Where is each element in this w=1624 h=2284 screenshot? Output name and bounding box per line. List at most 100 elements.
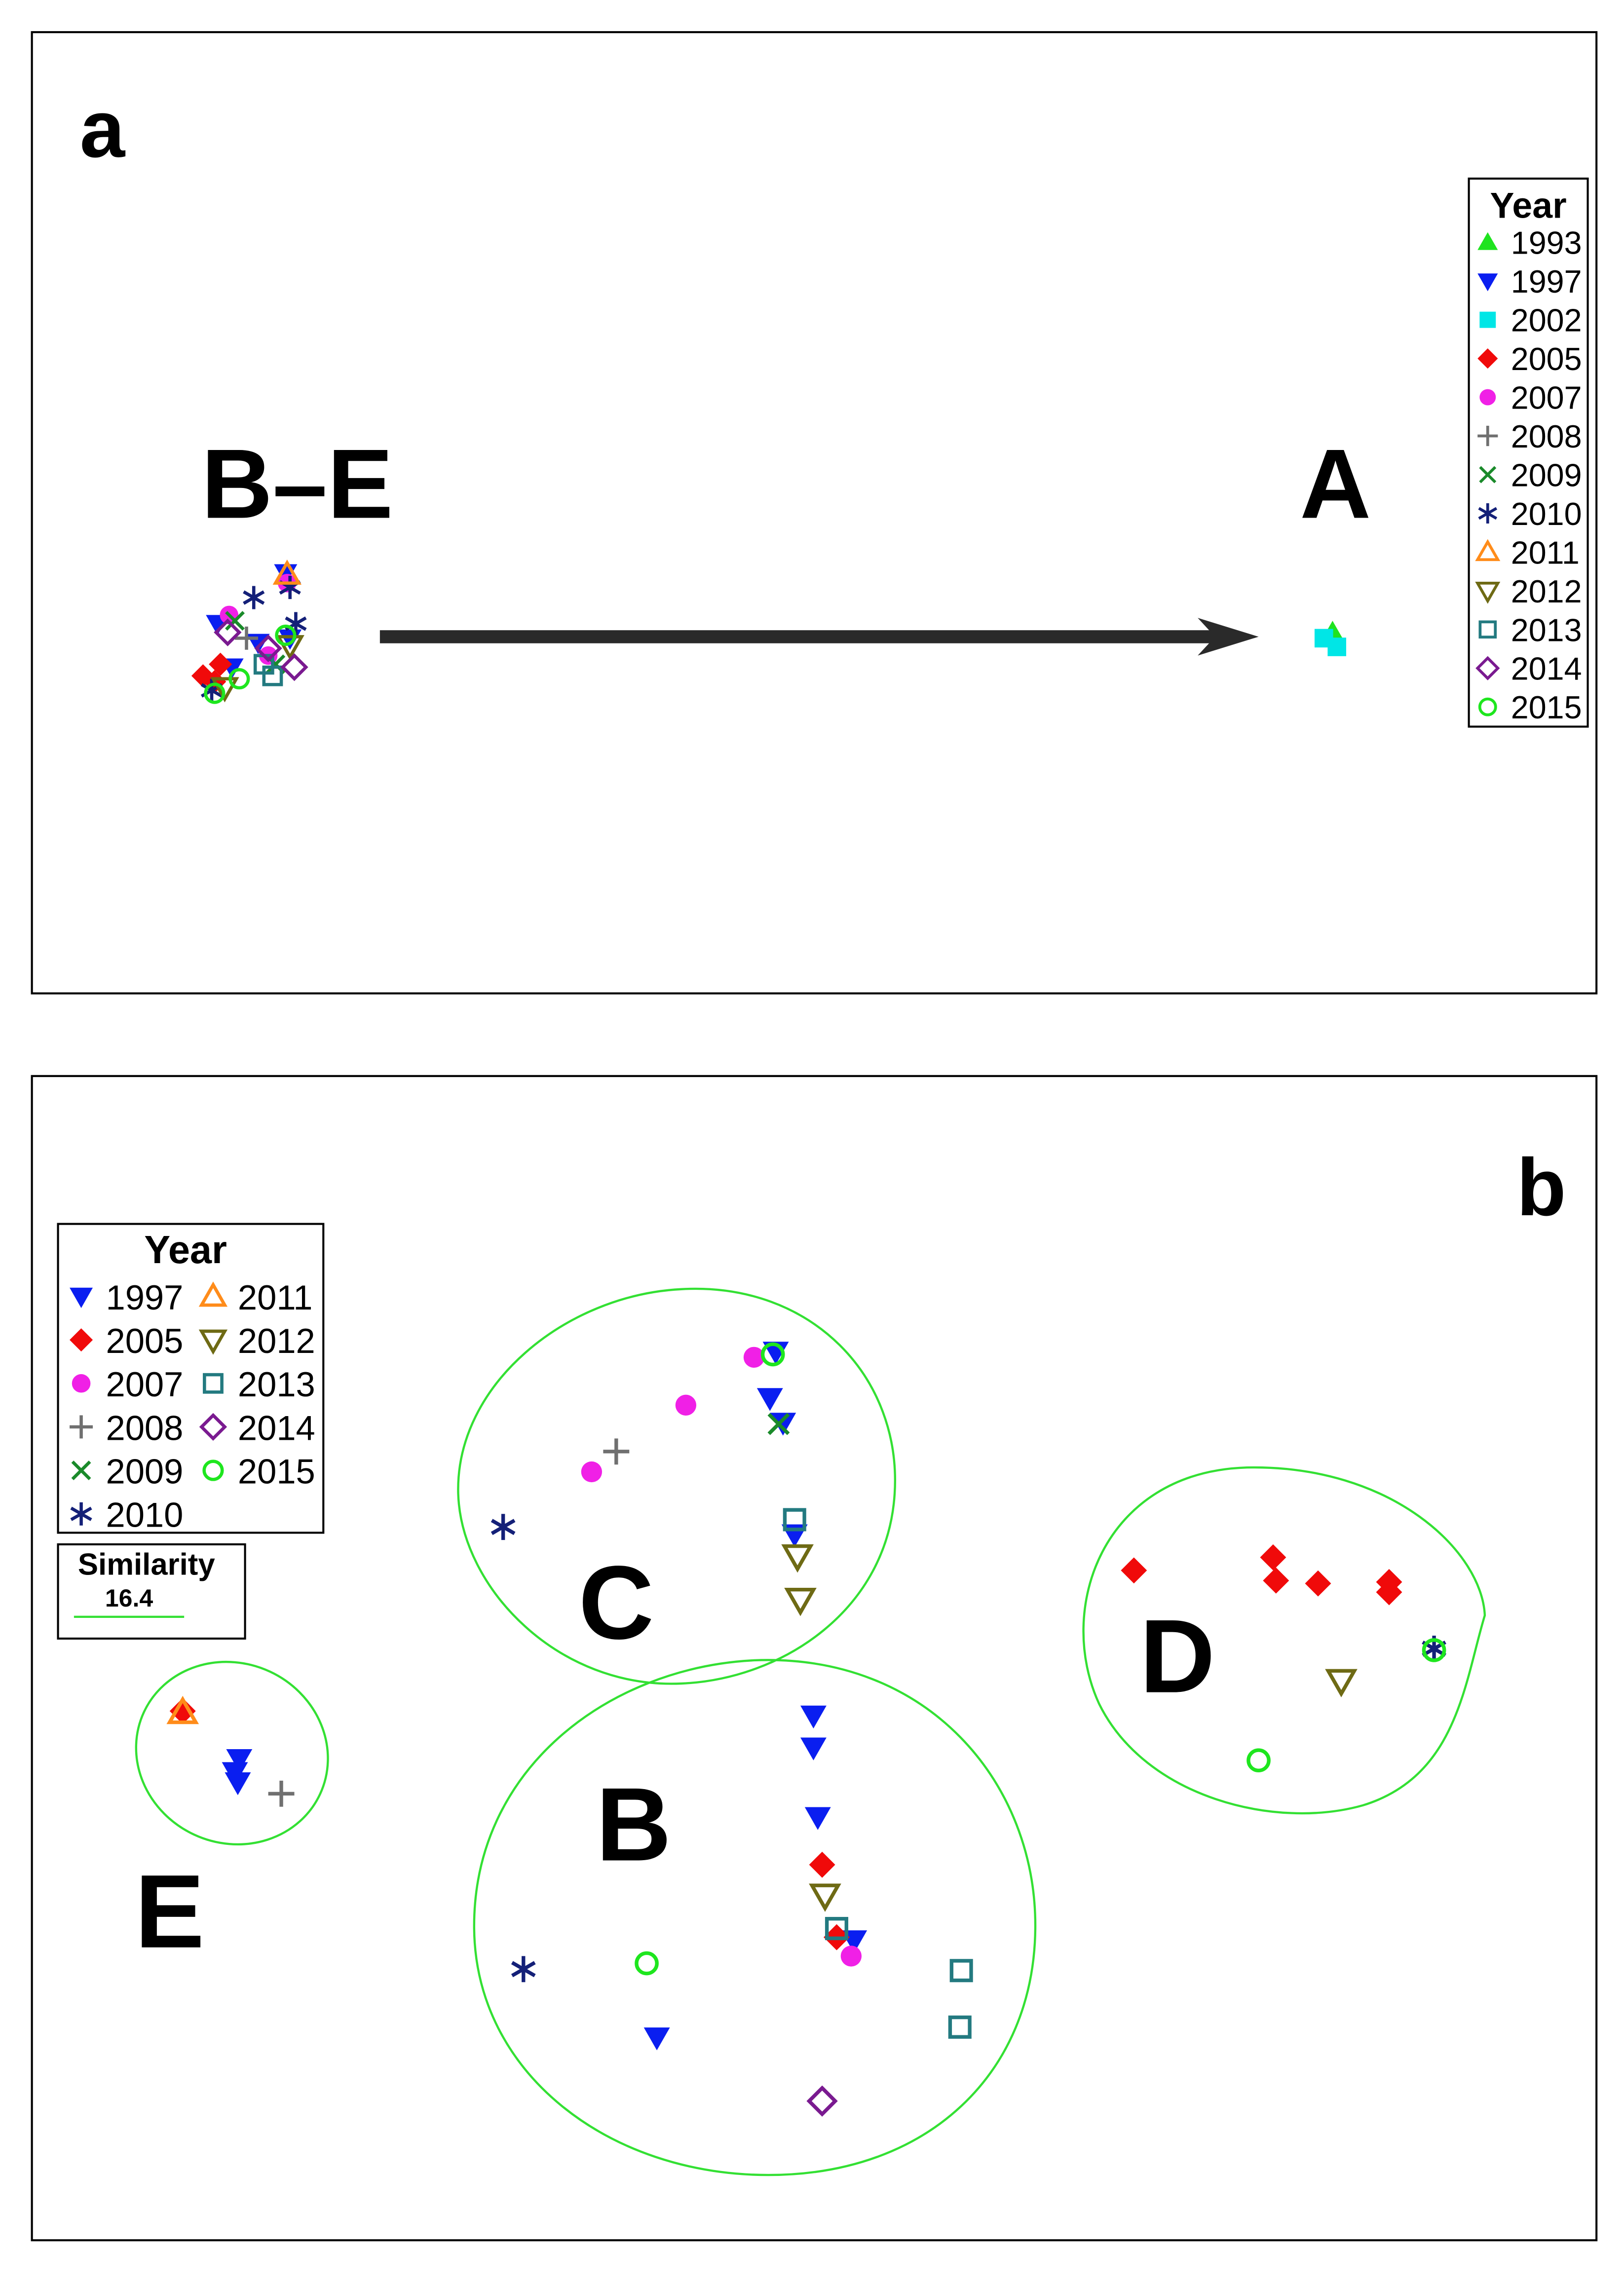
- panel-a-label: a: [80, 83, 126, 174]
- cluster-d-outline: [1082, 1466, 1486, 1815]
- legend-b-label-2010: 2010: [106, 1496, 184, 1535]
- shift-arrow: [379, 618, 1259, 656]
- point-a-2015-0: [204, 682, 226, 704]
- point-b-2012-0: [781, 1544, 814, 1573]
- legend-a-marker-1997: [1477, 273, 1498, 292]
- panel-a-frame: [31, 31, 1598, 995]
- legend-a-label-2009: 2009: [1511, 457, 1582, 493]
- point-b-2007-1: [675, 1394, 697, 1416]
- similarity-key: Similarity 16.4: [57, 1543, 246, 1640]
- legend-a-marker-2007: [1479, 389, 1496, 406]
- legend-a-label-2011: 2011: [1511, 534, 1580, 570]
- legend-b-label-2012: 2012: [238, 1321, 315, 1360]
- legend-a-label-2010: 2010: [1511, 496, 1582, 532]
- panel-a: a B–E A Year 199319972002200520072008200…: [31, 31, 1598, 995]
- point-b-2015-3: [1422, 1638, 1446, 1662]
- point-b-2013-1: [825, 1917, 848, 1941]
- panel-a-points: [191, 559, 1347, 704]
- point-b-2012-1: [784, 1588, 817, 1616]
- point-b-2013-3: [948, 2015, 972, 2039]
- group-label-d: D: [1140, 1598, 1215, 1715]
- legend-a-label-2007: 2007: [1511, 380, 1582, 416]
- legend-a-marker-2010: [1478, 503, 1498, 524]
- point-b-2012-2: [809, 1883, 841, 1912]
- point-a-2010-0: [243, 586, 265, 609]
- legend-a-marker-2015: [1478, 697, 1497, 716]
- point-b-2010-1: [511, 1956, 536, 1983]
- panel-a-legend-box: [1468, 177, 1589, 728]
- legend-a-label-2014: 2014: [1511, 651, 1582, 687]
- group-label-e: E: [135, 1853, 204, 1970]
- point-a-2008-0: [235, 626, 259, 650]
- point-b-1997-5: [804, 1807, 831, 1830]
- cluster-outlines: [135, 1287, 1486, 2176]
- legend-b-marker-2007: [72, 1374, 91, 1393]
- point-b-2005-1: [1260, 1544, 1286, 1571]
- legend-a-marker-2009: [1479, 466, 1497, 484]
- point-b-1997-8: [226, 1749, 253, 1772]
- point-a-2014-1: [254, 634, 282, 663]
- panel-a-legend: Year 19931997200220052007200820092010201…: [1468, 177, 1589, 728]
- legend-a-label-2015: 2015: [1511, 689, 1582, 725]
- point-b-2012-3: [1325, 1669, 1358, 1698]
- similarity-value: 16.4: [105, 1584, 153, 1612]
- legend-b-marker-2010: [70, 1502, 92, 1526]
- point-b-2005-8: [809, 1851, 835, 1878]
- point-b-2008-1: [268, 1780, 295, 1807]
- point-b-2013-0: [783, 1508, 806, 1532]
- panel-b-legend-entries: 1997200520072008200920102011201220132014…: [70, 1278, 315, 1535]
- point-a-2015-2: [275, 624, 297, 646]
- cluster-e-outline: [135, 1660, 329, 1846]
- legend-b-marker-2015: [202, 1460, 224, 1481]
- point-b-2005-0: [1121, 1557, 1147, 1584]
- point-a-2005-1: [209, 652, 232, 676]
- cluster-b-outline: [473, 1659, 1037, 2176]
- legend-b-label-2009: 2009: [106, 1452, 184, 1491]
- point-a-2014-0: [214, 618, 242, 646]
- group-label-b: B: [596, 1765, 672, 1882]
- group-label-b-e: B–E: [201, 429, 393, 539]
- legend-b-label-2015: 2015: [238, 1452, 315, 1491]
- legend-a-marker-2012: [1475, 582, 1501, 604]
- legend-b-label-1997: 1997: [106, 1278, 184, 1317]
- legend-a-marker-1993: [1477, 232, 1498, 250]
- legend-b-label-2014: 2014: [238, 1408, 315, 1447]
- point-b-1997-1: [770, 1413, 796, 1436]
- point-b-1997-7: [643, 2027, 670, 2051]
- point-b-1997-4: [800, 1737, 827, 1760]
- point-b-1997-10: [225, 1772, 251, 1796]
- legend-a-marker-2011: [1475, 539, 1501, 562]
- point-b-2014-0: [806, 2085, 838, 2117]
- group-label-a: A: [1300, 429, 1371, 539]
- similarity-box: [57, 1543, 246, 1640]
- legend-a-label-2013: 2013: [1511, 612, 1582, 648]
- legend-a-marker-2002: [1479, 311, 1496, 328]
- point-b-2007-3: [840, 1946, 862, 1967]
- panel-b: b C B D E Year 1997200520072008200920102…: [31, 1075, 1598, 2242]
- point-b-2007-2: [743, 1347, 765, 1368]
- panel-b-label: b: [1516, 1142, 1566, 1233]
- legend-b-label-2005: 2005: [106, 1321, 184, 1360]
- point-b-2015-2: [1246, 1748, 1271, 1773]
- legend-b-marker-1997: [70, 1287, 93, 1308]
- legend-b-marker-2008: [70, 1415, 93, 1439]
- panel-b-legend: Year 19972005200720082009201020112012201…: [57, 1223, 325, 1535]
- point-a-2011-0: [272, 559, 302, 585]
- point-b-2013-2: [949, 1959, 973, 1983]
- panel-b-frame: [31, 1075, 1598, 2242]
- legend-a-marker-2014: [1475, 656, 1500, 680]
- point-a-2012-0: [210, 677, 239, 703]
- legend-a-marker-2013: [1478, 620, 1497, 639]
- point-b-2011-0: [166, 1695, 199, 1724]
- point-b-2015-0: [760, 1342, 785, 1367]
- point-a-2012-1: [275, 635, 304, 661]
- point-b-2005-5: [1376, 1579, 1402, 1606]
- point-a-2009-0: [225, 611, 245, 631]
- point-b-2005-3: [1305, 1570, 1331, 1597]
- panel-b-legend-box: [57, 1223, 325, 1534]
- point-b-2005-7: [169, 1698, 196, 1724]
- legend-a-label-2012: 2012: [1511, 573, 1582, 609]
- similarity-title: Similarity: [78, 1548, 215, 1582]
- point-b-2009-0: [767, 1413, 790, 1435]
